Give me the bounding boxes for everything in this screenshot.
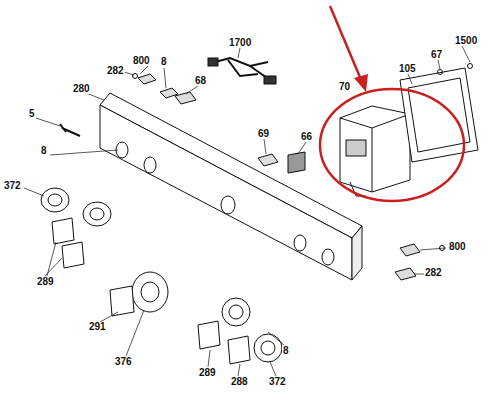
callout-number: 8 [282,346,290,356]
transformer-edge [340,114,410,192]
panel-end [352,226,362,280]
knob-hole [322,249,334,265]
bezel-ring [229,305,243,319]
clip [258,154,278,166]
bezel-ring [83,202,111,226]
callout-number: 372 [3,181,22,191]
callout-number: 105 [398,64,417,74]
callout-number: 1700 [228,38,252,48]
transformer [340,106,410,192]
bezel-ring [48,194,62,206]
knob-hole [221,196,235,214]
callout-number: 1500 [454,36,478,46]
callout-number: 282 [106,66,125,76]
callout-number: 289 [36,277,55,287]
callout-number: 8 [160,57,168,67]
knob [110,286,134,316]
bezel-ring [41,188,69,212]
wire-harness [215,58,270,80]
callout-number: 280 [72,84,91,94]
callout-number: 372 [268,377,287,387]
callout-number: 70 [338,82,351,92]
highlight-arrow [330,6,362,82]
clip [160,88,178,98]
highlight-arrowhead [354,74,368,92]
bezel-ring [132,272,168,312]
callout-number: 8 [40,146,48,156]
callout-number: 67 [430,50,443,60]
knob-hole [294,235,306,251]
callout-number: 69 [257,129,270,139]
knob [228,336,250,364]
callout-number: 288 [230,377,249,387]
highlight-circle [320,89,464,201]
clip [138,74,156,84]
callout-number: 376 [114,357,133,367]
callout-number: 800 [448,242,467,252]
connector [264,76,276,84]
screw [60,124,80,136]
leader-lines [24,46,470,376]
bezel-ring [90,208,104,220]
callout-number: 282 [424,268,443,278]
knob-hole [144,157,156,173]
clip [400,244,420,256]
callout-number: 800 [132,56,151,66]
screw [133,74,138,79]
knob [52,218,74,244]
bezel-ring [254,334,282,362]
bezel-ring [222,298,250,326]
bezel-ring [261,341,275,355]
board-outline [408,78,470,152]
screw [468,64,473,69]
terminal-block [346,140,366,156]
control-board [400,68,478,162]
callout-number: 289 [198,368,217,378]
knob [62,242,84,268]
panel-face [100,105,352,280]
insulator-pad [288,152,305,173]
connector [208,58,218,66]
bezel-ring [141,282,159,302]
callout-number: 5 [28,109,36,119]
callout-number: 68 [194,76,207,86]
screw [438,70,443,75]
clip [395,268,416,280]
callout-number: 291 [88,322,107,332]
knob [198,321,220,349]
callout-number: 66 [300,132,313,142]
